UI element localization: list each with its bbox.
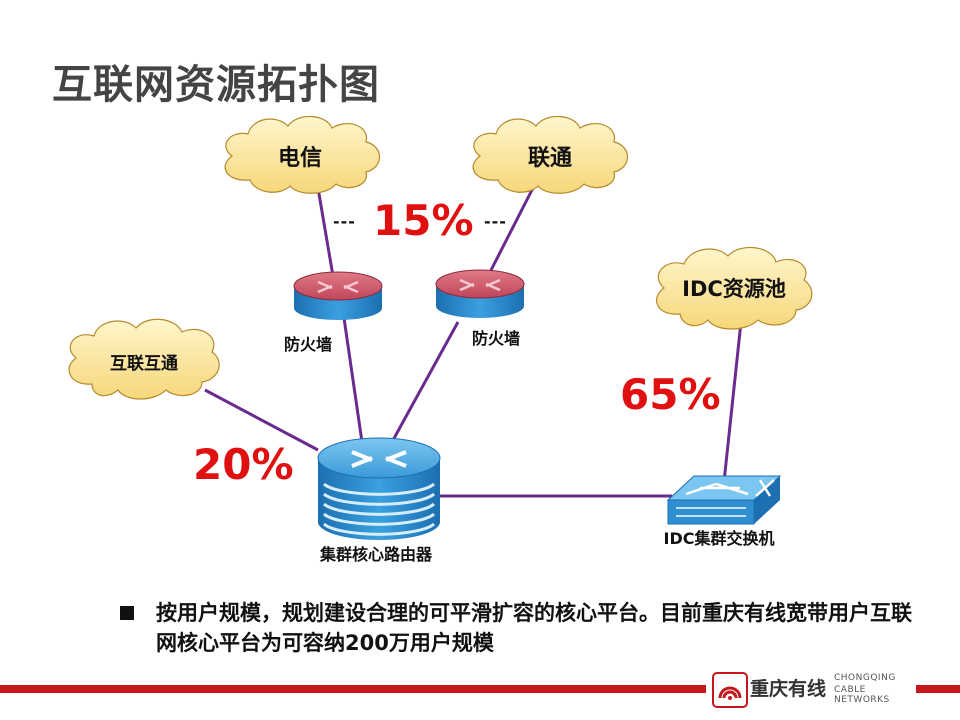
- company-logo: 重庆有线 CHONGQING CABLE NETWORKS: [708, 668, 918, 712]
- link-firewall-right-router: [390, 321, 460, 443]
- logo-english-line1: CHONGQING: [834, 673, 896, 683]
- logo-mark-icon: [712, 672, 748, 708]
- router-arrows-icon: [351, 450, 407, 468]
- cloud-unicom: 联通: [472, 115, 629, 194]
- firewall-arrows-icon: [459, 278, 501, 292]
- firewall-right: 防火墙: [435, 269, 525, 348]
- percent-idc: 65%: [620, 370, 721, 419]
- cloud-shape: [68, 318, 220, 400]
- idc-switch-label: IDC集群交换机: [664, 529, 775, 548]
- cloud-shape: [472, 115, 629, 194]
- firewall-top: [293, 271, 383, 301]
- cloud-idc-pool-label: IDC资源池: [682, 277, 786, 301]
- core-router-label: 集群核心路由器: [319, 545, 433, 564]
- percent-telecom-unicom: 15%: [373, 196, 474, 245]
- core-router: 集群核心路由器: [317, 437, 441, 564]
- router-stripes: [322, 482, 436, 536]
- idc-switch: IDC集群交换机: [664, 475, 782, 548]
- link-interconnect-router: [204, 388, 319, 452]
- cloud-telecom-label: 电信: [278, 145, 322, 171]
- bullet-square-icon: [120, 606, 134, 620]
- slide-title: 互联网资源拓扑图: [52, 62, 380, 108]
- cloud-telecom: 电信: [224, 115, 381, 194]
- links: [204, 185, 743, 498]
- switch-side: [754, 476, 780, 524]
- firewall-right-label: 防火墙: [472, 329, 520, 348]
- logo-chinese-name: 重庆有线: [750, 678, 827, 700]
- firewall-left: 防火墙: [284, 271, 383, 354]
- firewall-left-label: 防火墙: [284, 335, 332, 354]
- link-firewall-left-router: [342, 317, 364, 443]
- dash-right: ---: [484, 212, 507, 231]
- link-unicom-firewall: [484, 185, 536, 281]
- footer-bar-left: [0, 685, 706, 693]
- cloud-shape: [224, 115, 381, 194]
- firewall-arrows-icon: [317, 280, 359, 294]
- logo-english-line2: CABLE NETWORKS: [834, 685, 890, 705]
- cloud-interconnect: 互联互通: [68, 318, 220, 400]
- router-body: [318, 458, 440, 540]
- switch-arrows-icon: [685, 479, 775, 497]
- percent-interconnect: 20%: [193, 440, 294, 489]
- firewall-top: [435, 269, 525, 299]
- cloud-idc-pool: IDC资源池: [655, 246, 813, 330]
- switch-front: [667, 499, 755, 525]
- footer-bar-right: [916, 685, 960, 693]
- switch-front-lines: [676, 507, 746, 517]
- router-top: [317, 437, 441, 479]
- link-idc-switch: [722, 321, 743, 483]
- dash-left: ---: [333, 212, 356, 231]
- cloud-unicom-label: 联通: [528, 146, 572, 171]
- bullet-text: 按用户规模，规划建设合理的可平滑扩容的核心平台。目前重庆有线宽带用户互联网核心平…: [156, 601, 912, 655]
- cloud-shape: [655, 246, 813, 330]
- link-telecom-firewall: [316, 187, 336, 283]
- cloud-interconnect-label: 互联互通: [110, 354, 178, 374]
